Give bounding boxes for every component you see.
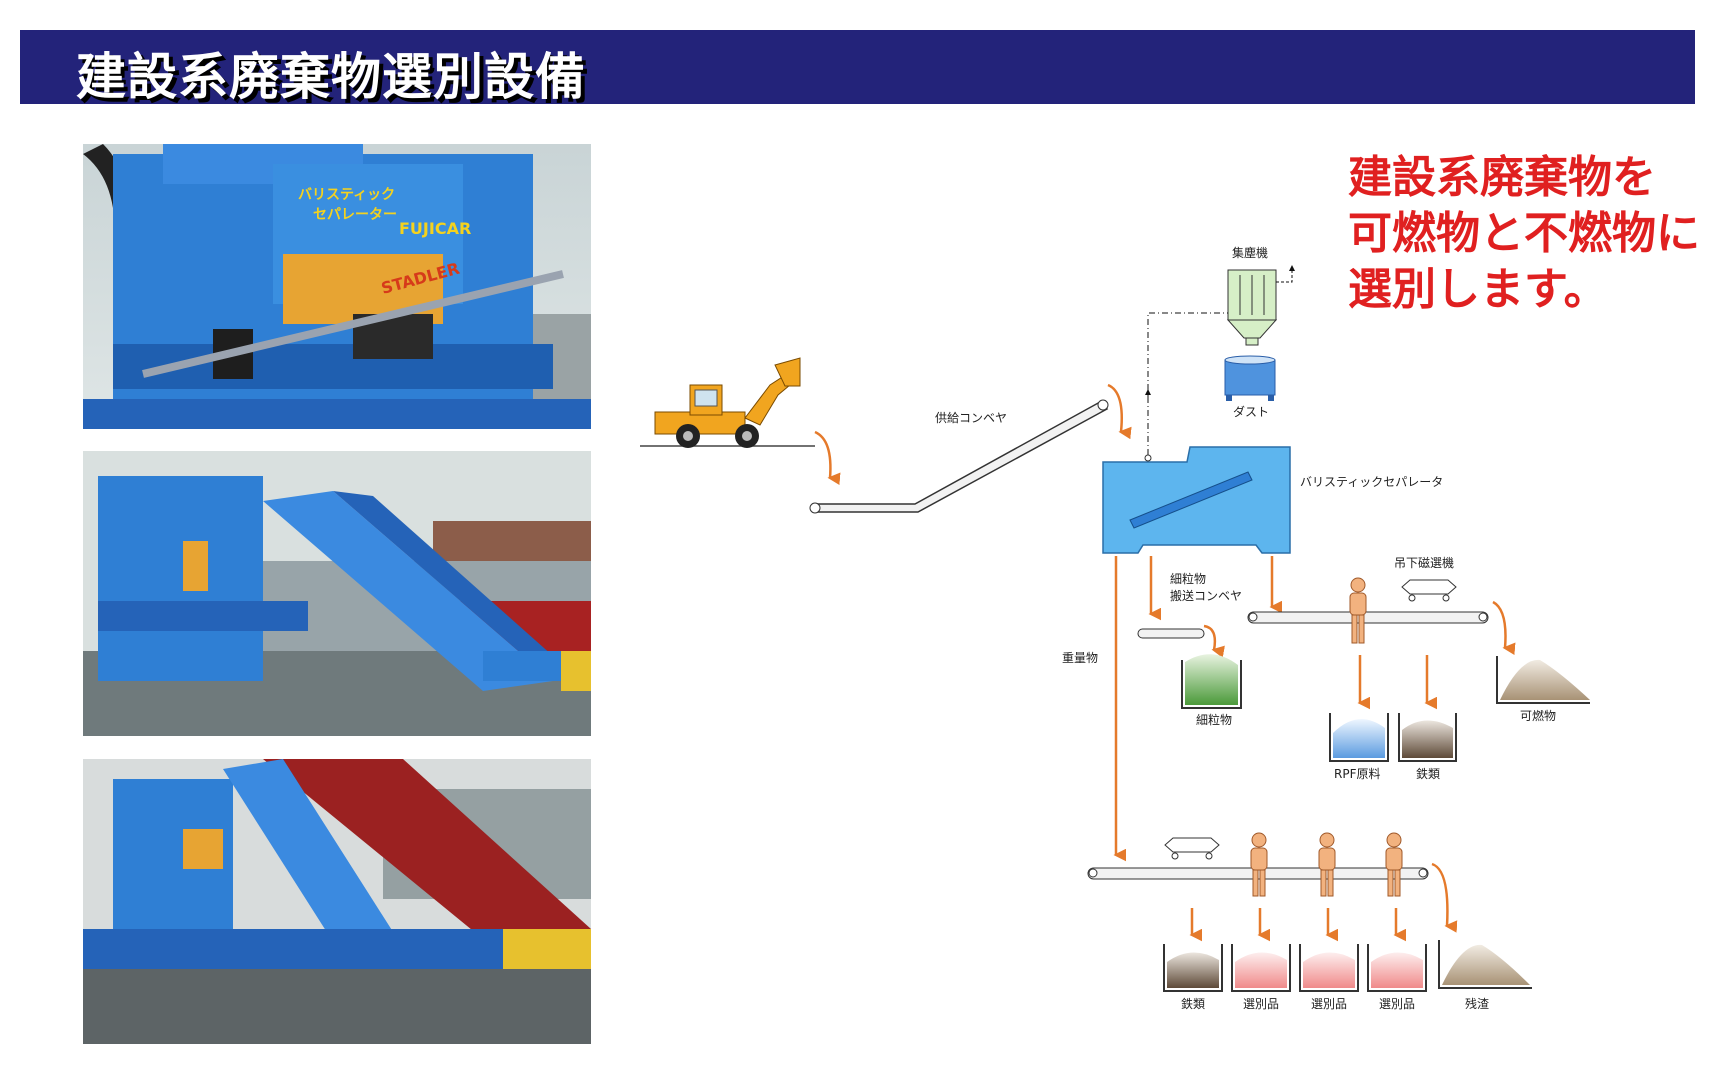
label-combustibles: 可燃物 (1520, 708, 1556, 723)
rpf-bin (1329, 713, 1389, 762)
headline-line-2: 可燃物と不燃物に (1348, 208, 1700, 259)
sorted-bin-2 (1299, 944, 1359, 992)
label-dust-collector: 集塵機 (1232, 245, 1268, 260)
label-ballistic-separator: バリスティックセパレータ (1300, 475, 1443, 489)
photo-separator-closeup: バリスティック セパレーター FUJICAR STADLER (83, 144, 591, 429)
fines-bin (1181, 654, 1242, 709)
headline: 建設系廃棄物を 可燃物と不燃物に 選別します。 (1348, 150, 1700, 318)
wheel-loader-icon (640, 357, 815, 448)
label-supply-conveyor: 供給コンベヤ (935, 411, 1007, 425)
label-heavy: 重量物 (1062, 651, 1098, 665)
dust-collector (1226, 265, 1295, 346)
photo-sign-2: セパレーター (313, 207, 397, 223)
picking-conveyor-upper (1247, 611, 1489, 624)
title-bar: 建設系廃棄物選別設備 (20, 30, 1695, 106)
suspended-magnet-lower (1164, 837, 1220, 860)
label-sorted-2: 選別品 (1311, 997, 1347, 1011)
label-sorted-1: 選別品 (1243, 997, 1279, 1011)
worker-icon (1318, 832, 1336, 897)
residue-pile (1438, 940, 1532, 989)
photo-sign-1: バリスティック (298, 187, 395, 203)
photo-sorting-line (83, 759, 591, 1044)
photo-separator-conveyor (83, 451, 591, 736)
sorted-bin-1 (1231, 944, 1291, 992)
supply-conveyor (809, 399, 1109, 514)
label-dust: ダスト (1233, 404, 1269, 419)
sorted-bin-3 (1367, 944, 1427, 992)
label-suspended-magnet: 吊下磁選機 (1394, 555, 1454, 570)
suspended-magnet-upper (1401, 579, 1457, 602)
label-iron-lower: 鉄類 (1181, 996, 1205, 1011)
dust-bin (1224, 355, 1276, 401)
fines-conveyor (1137, 628, 1205, 639)
headline-line-3: 選別します。 (1348, 264, 1608, 315)
ballistic-separator (1102, 446, 1291, 554)
photo-brand-fujicar: FUJICAR (399, 219, 471, 238)
combustibles-pile (1496, 656, 1590, 704)
label-rpf: RPF原料 (1334, 767, 1380, 781)
headline-line-1: 建設系廃棄物を (1348, 152, 1656, 203)
iron-bin-upper (1398, 713, 1457, 762)
label-fines: 細粒物 (1170, 571, 1206, 586)
label-fines-conveyor: 搬送コンベヤ (1170, 588, 1242, 603)
label-sorted-3: 選別品 (1379, 997, 1415, 1011)
label-fines-product: 細粒物 (1196, 712, 1232, 727)
worker-icon (1349, 577, 1367, 644)
label-iron-upper: 鉄類 (1416, 766, 1440, 781)
iron-bin-lower (1163, 944, 1223, 992)
label-residue: 残渣 (1465, 997, 1489, 1011)
worker-icon (1250, 832, 1268, 897)
worker-icon (1385, 832, 1403, 897)
page-title: 建設系廃棄物選別設備 (76, 48, 586, 106)
